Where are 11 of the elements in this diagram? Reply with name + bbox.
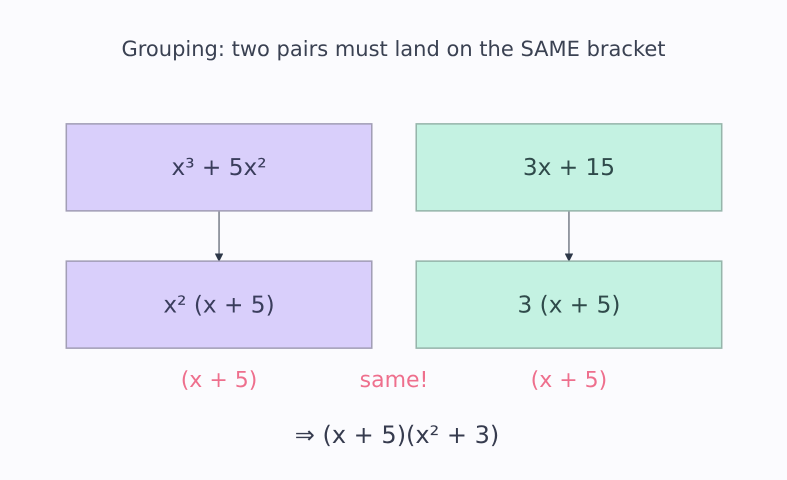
arrow xyxy=(564,210,574,262)
arrow xyxy=(214,210,224,262)
math-expression: 3x + 15 xyxy=(522,152,616,183)
factor-label: (x + 5) xyxy=(180,368,258,395)
diagram-title: Grouping: two pairs must land on the SAME bracket xyxy=(121,37,666,61)
math-expression: 3 (x + 5) xyxy=(518,290,620,320)
result-formula: ⇒ (x + 5)(x² + 3) xyxy=(294,421,500,450)
math-expression: x³ + 5x² xyxy=(172,152,267,183)
math-expression: x² (x + 5) xyxy=(163,290,275,320)
note-label: same! xyxy=(360,368,428,395)
factor-label: (x + 5) xyxy=(530,368,608,395)
